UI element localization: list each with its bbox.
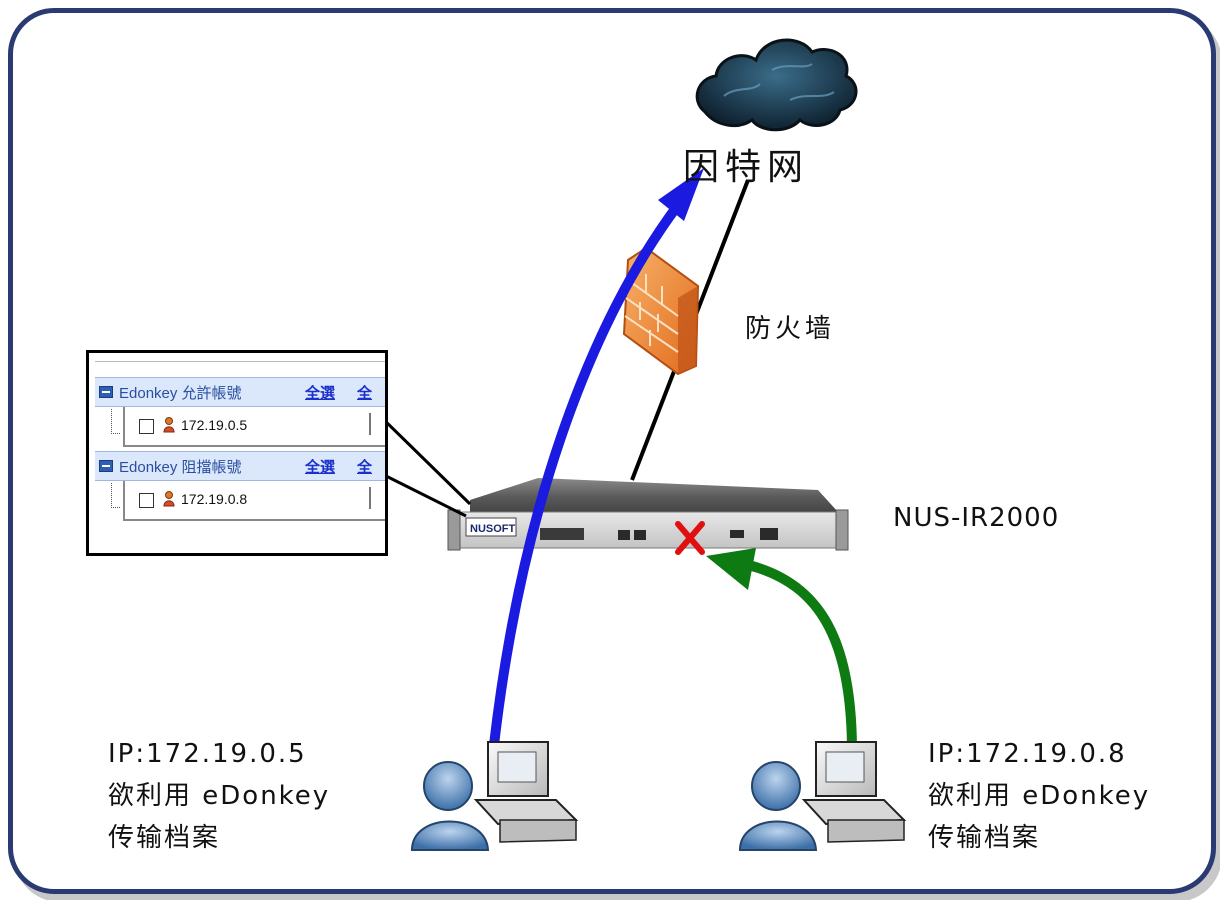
callout-lines bbox=[380, 416, 472, 518]
collapse-icon[interactable] bbox=[99, 460, 113, 472]
panel-top-row bbox=[95, 353, 385, 362]
blocked-traffic-arrow bbox=[706, 548, 857, 757]
allow-group-header[interactable]: Edonkey 允許帳號 全選 全 bbox=[95, 377, 385, 407]
user-icon bbox=[163, 417, 175, 433]
allow-item-checkbox[interactable] bbox=[139, 419, 154, 434]
select-all-link-cut[interactable]: 全 bbox=[357, 459, 373, 476]
firewall-label: 防火墙 bbox=[745, 314, 836, 344]
allow-item-ip: 172.19.0.5 bbox=[181, 417, 248, 433]
policy-panel-inset: Edonkey 允許帳號 全選 全 172.19.0.5 Edonkey 阻擋帳… bbox=[86, 350, 388, 556]
block-group-title: Edonkey 阻擋帳號 bbox=[119, 459, 242, 476]
tree-connector bbox=[111, 409, 120, 434]
internet-label: 因特网 bbox=[683, 147, 810, 188]
select-all-link[interactable]: 全選 bbox=[305, 459, 336, 476]
block-item-ip: 172.19.0.8 bbox=[181, 491, 248, 507]
user-left-icon bbox=[410, 741, 579, 851]
select-all-link[interactable]: 全選 bbox=[305, 385, 336, 402]
block-list-item: 172.19.0.8 bbox=[95, 481, 385, 529]
user-right-icon bbox=[738, 741, 907, 851]
row-divider bbox=[369, 413, 371, 435]
user-right-line3: 传输档案 bbox=[928, 823, 1041, 853]
block-mark-icon bbox=[675, 521, 705, 555]
tree-connector bbox=[111, 483, 120, 508]
block-group-header[interactable]: Edonkey 阻擋帳號 全選 全 bbox=[95, 451, 385, 481]
user-icon bbox=[163, 491, 175, 507]
device-label: NUS-IR2000 bbox=[893, 503, 1060, 533]
allow-list-item: 172.19.0.5 bbox=[95, 407, 385, 455]
user-right-caption: IP:172.19.0.8 欲利用 eDonkey 传输档案 bbox=[928, 733, 1150, 859]
nus-ir2000-device: NUSOFT bbox=[447, 478, 849, 551]
allow-group-title: Edonkey 允許帳號 bbox=[119, 385, 242, 402]
device-brand: NUSOFT bbox=[470, 523, 516, 535]
allowed-traffic-arrow bbox=[489, 168, 704, 750]
select-all-link-cut[interactable]: 全 bbox=[357, 385, 373, 402]
user-left-line3: 传输档案 bbox=[108, 823, 221, 853]
list-item-frame bbox=[123, 407, 385, 447]
row-divider bbox=[369, 487, 371, 509]
user-left-caption: IP:172.19.0.5 欲利用 eDonkey 传输档案 bbox=[108, 733, 330, 859]
list-item-frame bbox=[123, 481, 385, 521]
internet-cloud-icon bbox=[695, 38, 858, 132]
user-left-line2: 欲利用 eDonkey bbox=[108, 781, 331, 811]
collapse-icon[interactable] bbox=[99, 386, 113, 398]
user-right-line2: 欲利用 eDonkey bbox=[928, 781, 1151, 811]
block-item-checkbox[interactable] bbox=[139, 493, 154, 508]
user-left-ip: IP:172.19.0.5 bbox=[108, 739, 307, 769]
user-right-ip: IP:172.19.0.8 bbox=[928, 739, 1127, 769]
